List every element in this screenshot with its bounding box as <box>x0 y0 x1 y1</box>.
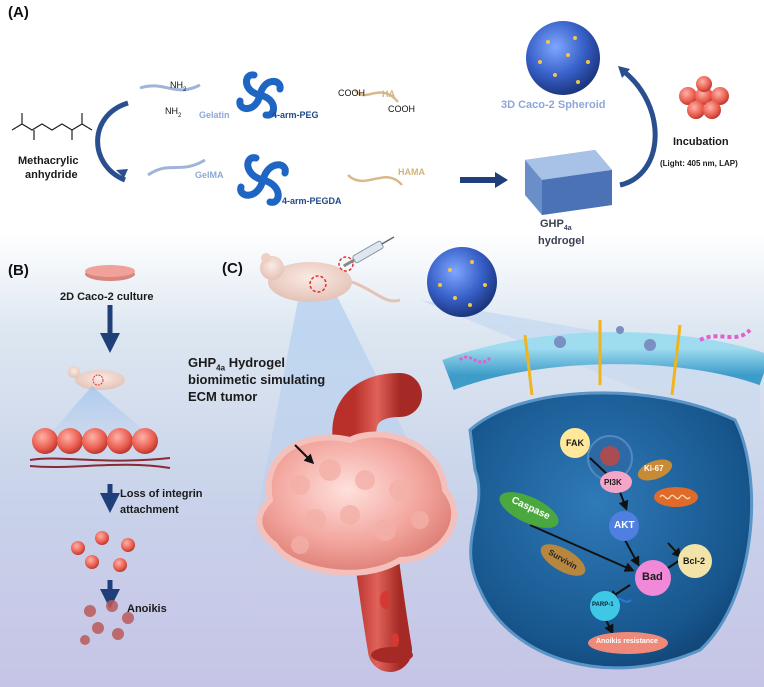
nh2-bottom-label: NH2 <box>165 106 182 119</box>
hydrogel-ecm-label-1: GHP4a Hydrogel <box>188 355 286 373</box>
fak-label: FAK <box>566 438 584 448</box>
parp1-node <box>590 591 620 621</box>
bcl2-label: Bcl-2 <box>683 556 706 566</box>
resistance-node <box>588 632 668 654</box>
panel-label-a: (A) <box>8 4 29 21</box>
integrin-label-2: attachment <box>120 504 179 516</box>
ghp-hydrogel-label-1: GHP4a <box>540 218 572 233</box>
incubation-conditions: (Light: 405 nm, LAP) <box>660 159 738 168</box>
survivin-node <box>540 544 586 576</box>
bad-label: Bad <box>642 571 663 583</box>
parp1-label: PARP-1 <box>592 602 614 608</box>
hydrogel-block <box>525 150 612 215</box>
apoptotic-cells <box>80 600 134 645</box>
bad-node <box>635 560 671 596</box>
ha-label: HA <box>382 89 395 99</box>
mitochondrion <box>654 487 698 507</box>
nh2-top-label: NH2 <box>170 80 187 93</box>
syringe <box>343 236 395 268</box>
bcl2-node <box>678 544 712 578</box>
arrow-akt-bad <box>624 539 640 567</box>
hama-label: HAMA <box>398 167 425 177</box>
pegda-label: 4-arm-PEGDA <box>282 196 342 206</box>
red-cell-cluster <box>679 76 729 119</box>
culture-label: 2D Caco-2 culture <box>60 291 154 303</box>
gelma-label: GelMA <box>195 170 224 180</box>
incubation-label: Incubation <box>673 136 729 148</box>
mouse-small <box>75 370 125 390</box>
anoikis-label: Anoikis <box>127 603 167 615</box>
caspase-node <box>499 492 559 528</box>
fak-node <box>560 428 590 458</box>
pi3k-node <box>600 471 632 493</box>
spheroid-top <box>526 21 600 95</box>
spheroid-c <box>427 247 497 317</box>
integrin-label-1: Loss of integrin <box>120 488 203 500</box>
peg-star <box>236 71 284 119</box>
pi3k-label: PI3K <box>604 478 622 487</box>
gelatin-label: Gelatin <box>199 110 230 120</box>
ha-strand <box>353 89 399 103</box>
cooh-top-label: COOH <box>338 88 365 98</box>
peg-label: 4-arm-PEG <box>272 110 319 120</box>
panel-label-b: (B) <box>8 262 29 279</box>
ki67-label: Ki-67 <box>644 464 664 473</box>
arrow-fak-pi3k <box>589 457 609 476</box>
ghp-hydrogel-label-2: hydrogel <box>538 235 585 247</box>
curved-arrow-right <box>619 68 658 188</box>
cell-layer-b <box>29 428 171 469</box>
cell-membrane <box>442 332 764 390</box>
spheroid-label: 3D Caco-2 Spheroid <box>501 99 606 111</box>
arrow-pi3k-akt <box>618 491 629 511</box>
detached-cells <box>71 531 135 572</box>
tumor-mass <box>256 431 458 576</box>
arrow-caspase-bad <box>529 524 635 572</box>
pegda-star <box>237 154 289 206</box>
methacrylic-anhydride-structure <box>11 113 93 140</box>
gelma-strand <box>147 158 206 177</box>
arrow-to-tumor <box>294 444 315 465</box>
cooh-bottom-label: COOH <box>388 104 415 114</box>
hama-strand <box>347 174 403 186</box>
gelatin-strand <box>139 83 201 92</box>
hydrogel-ecm-label-2: biomimetic simulating <box>188 372 326 387</box>
akt-label: AKT <box>614 520 635 531</box>
methacrylic-label-1: Methacrylic <box>18 155 79 167</box>
mouse-large <box>260 253 401 303</box>
panel-label-c: (C) <box>222 260 243 277</box>
arrow-bad-bcl2 <box>667 542 683 559</box>
curved-arrow-left <box>95 100 129 183</box>
resistance-label: Anoikis resistance <box>596 638 658 645</box>
hydrogel-ecm-label-3: ECM tumor <box>188 389 258 404</box>
akt-node <box>609 511 639 541</box>
methacrylic-label-2: anhydride <box>25 169 78 181</box>
ki67-node <box>637 459 673 481</box>
